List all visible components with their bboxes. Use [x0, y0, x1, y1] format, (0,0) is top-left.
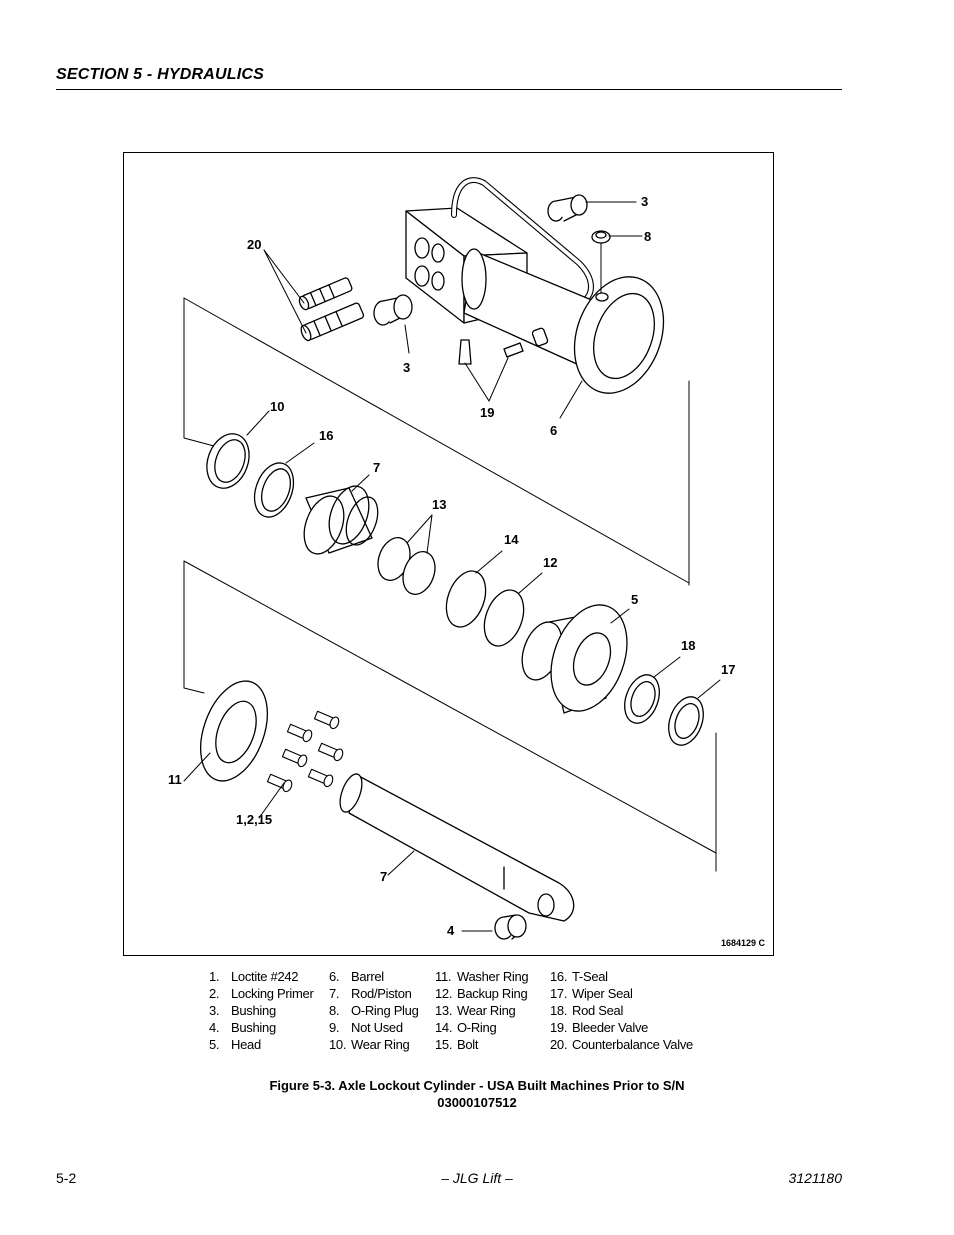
legend-item: 20.Counterbalance Valve [550, 1037, 693, 1052]
callout-7-rod: 7 [380, 869, 388, 884]
callout-14: 14 [504, 532, 519, 547]
legend-item: 7.Rod/Piston [329, 986, 412, 1001]
drawing-id: 1684129 C [720, 938, 765, 948]
figure-caption: Figure 5-3. Axle Lockout Cylinder - USA … [0, 1077, 954, 1111]
group-outline-lines [183, 297, 717, 872]
legend-item: 12.Backup Ring [435, 986, 528, 1001]
o-ring-14 [445, 570, 487, 628]
piston [303, 485, 379, 555]
header-rule [56, 89, 842, 90]
parts-legend-col-2: 6.Barrel 7.Rod/Piston 8.O-Ring Plug 9.No… [329, 968, 419, 1053]
wear-rings-13 [377, 537, 436, 595]
callout-11: 11 [168, 772, 182, 787]
counterbalance-valves [298, 277, 365, 342]
caption-line-2: 03000107512 [437, 1095, 517, 1110]
callout-5: 5 [631, 592, 639, 607]
callout-20: 20 [247, 237, 262, 252]
legend-item: 15.Bolt [435, 1037, 479, 1052]
bushing-top [547, 194, 588, 222]
legend-item: 3.Bushing [209, 1003, 276, 1018]
legend-item: 8.O-Ring Plug [329, 1003, 419, 1018]
rod-seal-18 [624, 674, 660, 724]
legend-item: 18.Rod Seal [550, 1003, 624, 1018]
bushing-bottom [494, 914, 527, 940]
legend-item: 4.Bushing [209, 1020, 276, 1035]
barrel-end [573, 276, 665, 394]
leader-lines [183, 201, 721, 932]
callout-18: 18 [681, 638, 696, 653]
legend-item: 17.Wiper Seal [550, 986, 633, 1001]
callout-4: 4 [447, 923, 455, 938]
parts-legend-col-1: 1.Loctite #242 2.Locking Primer 3.Bushin… [209, 968, 314, 1053]
legend-item: 14.O-Ring [435, 1020, 497, 1035]
legend-item: 11.Washer Ring [435, 969, 529, 984]
caption-line-1: Figure 5-3. Axle Lockout Cylinder - USA … [269, 1078, 685, 1093]
callout-12: 12 [543, 555, 558, 570]
footer-publisher: – JLG Lift – [441, 1170, 513, 1186]
parts-legend-col-4: 16.T-Seal 17.Wiper Seal 18.Rod Seal 19.B… [550, 968, 693, 1053]
callout-8: 8 [644, 229, 652, 244]
legend-item: 5.Head [209, 1037, 261, 1052]
legend-item: 6.Barrel [329, 969, 384, 984]
bolts [266, 710, 344, 793]
legend-item: 2.Locking Primer [209, 986, 314, 1001]
legend-item: 16.T-Seal [550, 969, 608, 984]
bushing-left [373, 294, 413, 326]
o-ring-plug [591, 230, 611, 244]
bleeder-ports [458, 327, 549, 365]
callout-17: 17 [721, 662, 736, 677]
callout-1-2-15: 1,2,15 [236, 812, 273, 827]
footer-doc-number: 3121180 [788, 1170, 842, 1186]
callout-19: 19 [480, 405, 495, 420]
callout-6: 6 [550, 423, 558, 438]
legend-item: 9.Not Used [329, 1020, 403, 1035]
callout-16: 16 [319, 428, 334, 443]
callout-7-piston: 7 [373, 460, 381, 475]
washer-ring-11 [200, 680, 268, 782]
t-seal-16 [253, 462, 295, 518]
wear-ring-10 [206, 433, 250, 489]
parts-legend-col-3: 11.Washer Ring 12.Backup Ring 13.Wear Ri… [435, 968, 529, 1053]
backup-ring-12 [483, 589, 525, 647]
legend-item: 1.Loctite #242 [209, 969, 299, 984]
legend-item: 13.Wear Ring [435, 1003, 516, 1018]
axle-lockout-cylinder-drawing [183, 177, 721, 940]
rod [339, 773, 575, 922]
callout-3-top: 3 [641, 194, 649, 209]
exploded-view-figure: 3 8 20 3 19 6 10 16 7 13 14 12 5 18 17 1… [123, 152, 774, 956]
callout-10: 10 [270, 399, 285, 414]
callout-3-left: 3 [403, 360, 411, 375]
legend-item: 10.Wear Ring [329, 1037, 410, 1052]
legend-item: 19.Bleeder Valve [550, 1020, 649, 1035]
callout-13: 13 [432, 497, 447, 512]
footer-page-number: 5-2 [56, 1170, 77, 1186]
wiper-seal-17 [668, 696, 704, 746]
return-tube [451, 177, 594, 304]
section-title: SECTION 5 - HYDRAULICS [56, 66, 264, 83]
cylinder-head [521, 604, 628, 714]
